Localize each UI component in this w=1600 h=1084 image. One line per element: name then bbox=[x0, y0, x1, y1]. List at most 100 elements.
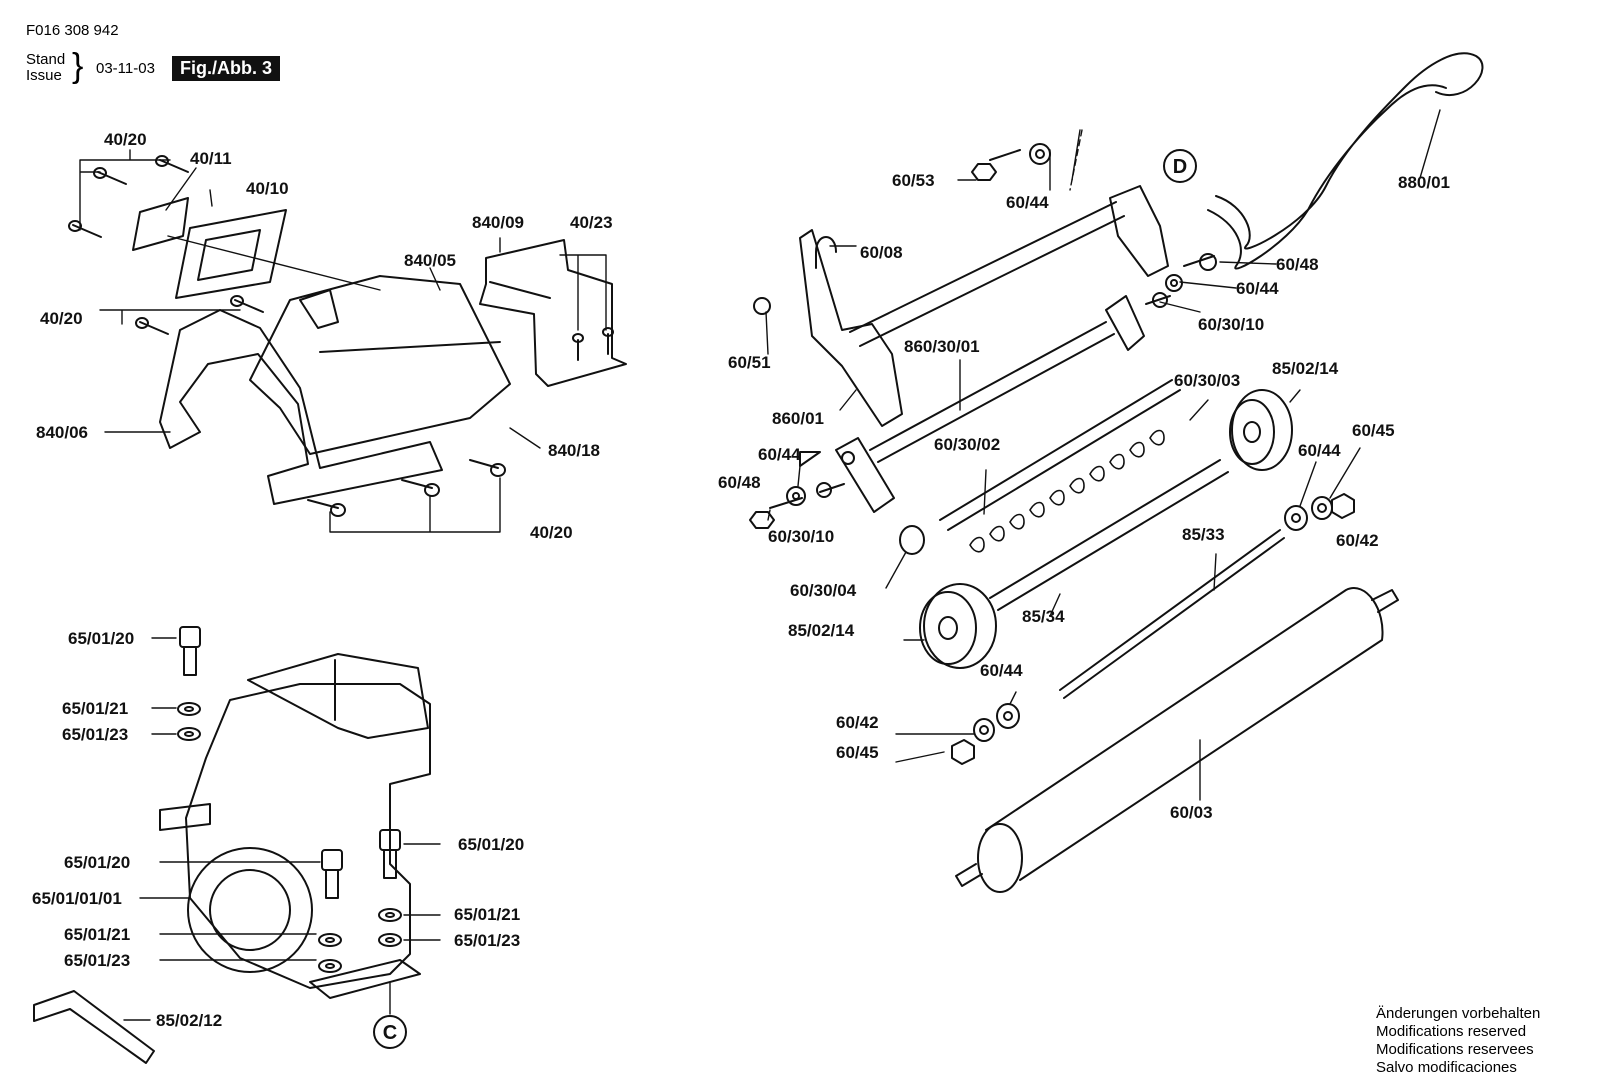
label-85-34: 85/34 bbox=[1022, 607, 1065, 626]
spacer-60-30-04 bbox=[899, 525, 925, 555]
washer-65-01-group bbox=[177, 702, 402, 973]
label-60-30-04: 60/30/04 bbox=[790, 581, 857, 600]
stand-label: Stand bbox=[26, 51, 66, 68]
leaders-bottom-left bbox=[123, 637, 441, 1021]
modifications-notice: Änderungen vorbehalten Modifications res… bbox=[1376, 1005, 1540, 1077]
label-60-30-03: 60/30/03 bbox=[1174, 371, 1240, 390]
label-40-10: 40/10 bbox=[246, 179, 289, 198]
engine-tag bbox=[159, 803, 211, 831]
figure-badge: Fig./Abb. 3 bbox=[172, 56, 280, 81]
label-40-23: 40/23 bbox=[570, 213, 613, 232]
label-85-02-14: 85/02/14 bbox=[788, 621, 855, 640]
bracket-840-06 bbox=[159, 309, 443, 505]
label-60-48: 60/48 bbox=[718, 473, 761, 492]
bracket-840-09 bbox=[479, 239, 627, 387]
flywheel-inner bbox=[209, 869, 291, 951]
engine-foot bbox=[309, 959, 421, 999]
handle-880-01 bbox=[1207, 52, 1484, 270]
label-60-44: 60/44 bbox=[758, 445, 801, 464]
frame-860-30-01 bbox=[835, 295, 1145, 513]
label-40-11: 40/11 bbox=[190, 149, 232, 168]
label-65-01-23: 65/01/23 bbox=[64, 951, 130, 970]
label-65-01-20: 65/01/20 bbox=[458, 835, 524, 854]
screw-40-20-lower-group bbox=[307, 459, 506, 517]
rod-60-30-02 bbox=[939, 379, 1181, 531]
ref-circle-d bbox=[1163, 149, 1197, 183]
plate-40-11 bbox=[132, 197, 189, 251]
roller-60-03 bbox=[985, 587, 1384, 881]
screw-40-20-group bbox=[68, 155, 264, 335]
ref-label-c: C bbox=[383, 1022, 397, 1044]
label-840-18: 840/18 bbox=[548, 441, 600, 460]
roller-shaft-left bbox=[955, 863, 983, 887]
label-60-53: 60/53 bbox=[892, 171, 935, 190]
label-840-05: 840/05 bbox=[404, 251, 456, 270]
label-40-20: 40/20 bbox=[40, 309, 83, 328]
label-60-44: 60/44 bbox=[1006, 193, 1049, 212]
label-60-30-02: 60/30/02 bbox=[934, 435, 1000, 454]
ref-label-d: D bbox=[1173, 156, 1187, 178]
label-60-03: 60/03 bbox=[1170, 803, 1213, 822]
label-860-30-01: 860/30/01 bbox=[904, 337, 980, 356]
label-65-01-23: 65/01/23 bbox=[454, 931, 520, 950]
frame-tube-top bbox=[849, 201, 1125, 347]
label-85-02-12: 85/02/12 bbox=[156, 1011, 222, 1030]
roller-shaft-right bbox=[1371, 589, 1399, 613]
label-40-20: 40/20 bbox=[530, 523, 573, 542]
brace-glyph: } bbox=[72, 47, 84, 85]
label-860-01: 860/01 bbox=[772, 409, 824, 428]
label-85-02-14: 85/02/14 bbox=[1272, 359, 1339, 378]
rod-85-34 bbox=[989, 459, 1229, 611]
label-40-20: 40/20 bbox=[104, 130, 147, 149]
label-65-01-21: 65/01/21 bbox=[62, 699, 128, 718]
gasket-40-10 bbox=[175, 209, 287, 299]
label-65-01-21: 65/01/21 bbox=[64, 925, 130, 944]
label-880-01: 880/01 bbox=[1398, 173, 1450, 192]
engine-tank bbox=[247, 653, 429, 739]
label-60-08: 60/08 bbox=[860, 243, 903, 262]
label-60-51: 60/51 bbox=[728, 353, 771, 372]
fasteners-right-group bbox=[749, 143, 1355, 765]
label-65-01-20: 65/01/20 bbox=[68, 629, 134, 648]
frame-860-01 bbox=[799, 185, 1169, 427]
threaded-rod-85-33 bbox=[1059, 529, 1285, 699]
notice-line-fr: Modifications reservees bbox=[1376, 1041, 1534, 1058]
label-840-06: 840/06 bbox=[36, 423, 88, 442]
issue-date: 03-11-03 bbox=[96, 60, 155, 77]
label-65-01-01-01: 65/01/01/01 bbox=[32, 889, 122, 908]
label-65-01-20: 65/01/20 bbox=[64, 853, 130, 872]
label-60-30-10: 60/30/10 bbox=[1198, 315, 1264, 334]
label-60-44: 60/44 bbox=[1298, 441, 1341, 460]
label-60-44: 60/44 bbox=[1236, 279, 1279, 298]
flywheel-cover bbox=[187, 847, 313, 973]
label-65-01-21: 65/01/21 bbox=[454, 905, 520, 924]
label-65-01-23: 65/01/23 bbox=[62, 725, 128, 744]
part-labels: 40/20 40/11 40/10 40/20 840/09 40/23 840… bbox=[32, 130, 1450, 1030]
label-60-42: 60/42 bbox=[836, 713, 879, 732]
document-number: F016 308 942 bbox=[26, 22, 119, 39]
label-60-45: 60/45 bbox=[1352, 421, 1395, 440]
label-60-44: 60/44 bbox=[980, 661, 1023, 680]
cap-screw-65-01-20-group bbox=[179, 626, 401, 899]
hex-key-85-02-12 bbox=[33, 990, 155, 1064]
label-85-33: 85/33 bbox=[1182, 525, 1225, 544]
wheel-85-02-14-lower bbox=[919, 583, 997, 669]
notice-line-en: Modifications reserved bbox=[1376, 1023, 1527, 1040]
label-840-09: 840/09 bbox=[472, 213, 524, 232]
screw-40-23-group bbox=[572, 327, 614, 361]
label-60-42: 60/42 bbox=[1336, 531, 1379, 550]
label-60-45: 60/45 bbox=[836, 743, 879, 762]
cover-840-05 bbox=[249, 275, 511, 455]
engine-body bbox=[185, 683, 431, 989]
stand-issue-label: Stand Issue bbox=[26, 52, 65, 84]
notice-line-de: Änderungen vorbehalten bbox=[1376, 1005, 1541, 1022]
wheel-85-02-14-upper bbox=[1229, 389, 1293, 471]
frame-tube-mid bbox=[869, 321, 1115, 463]
break-lines bbox=[1069, 129, 1083, 191]
leaders-right bbox=[765, 109, 1441, 801]
roller-end bbox=[977, 823, 1023, 893]
spring-tines-60-30-03 bbox=[969, 429, 1165, 553]
notice-line-es: Salvo modificaciones bbox=[1376, 1059, 1517, 1076]
label-60-30-10: 60/30/10 bbox=[768, 527, 834, 546]
